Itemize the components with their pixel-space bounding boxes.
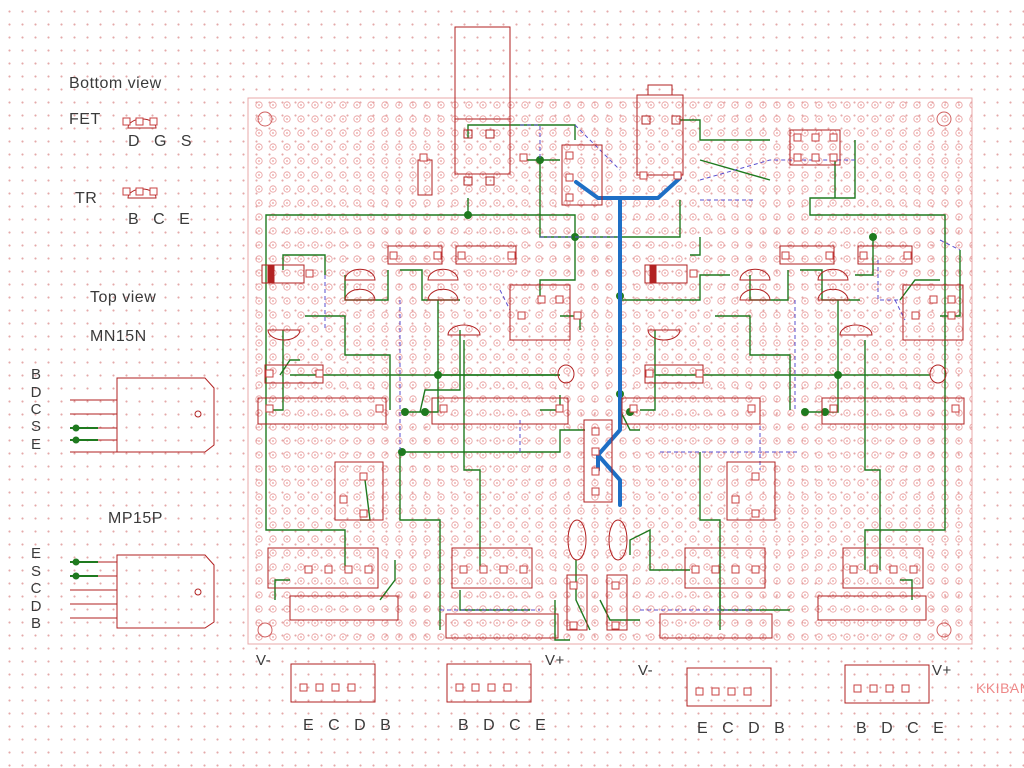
mn15n-body [116, 377, 215, 453]
connector-pin-labels: E C D B [697, 720, 790, 737]
supply-label: V+ [932, 662, 952, 679]
mn15n-pin-label: C [30, 401, 42, 418]
mn15n-pin-label: B [30, 366, 41, 383]
supply-label: V+ [545, 652, 565, 669]
mp15p-pin-label: B [30, 615, 41, 632]
supply-label: V- [638, 662, 654, 679]
capacitor [606, 574, 628, 631]
header [451, 547, 533, 589]
resistor-long [289, 595, 399, 621]
mount-hole [257, 111, 273, 127]
mn15n-pin-label: S [30, 418, 41, 435]
resistor-long [431, 397, 569, 425]
mount-hole [936, 111, 952, 127]
mn15n-pin-label: D [30, 384, 42, 401]
pcb-board [247, 97, 973, 645]
resistor-long [445, 613, 559, 639]
fet-label: FET [69, 111, 101, 128]
tr-pin-labels: B C E [128, 211, 195, 228]
mn15n-pin-label: E [30, 436, 41, 453]
resistor-long [621, 397, 761, 425]
bottom-view-heading: Bottom view [69, 75, 162, 92]
resistor [857, 245, 913, 265]
watermark: KKIBAN [976, 680, 1024, 696]
center-ic [583, 419, 613, 503]
resistor [455, 245, 517, 265]
mp15p-label: MP15P [108, 510, 163, 527]
dashed-links [324, 124, 961, 611]
supply-label: V- [256, 652, 272, 669]
pads [122, 117, 960, 696]
mp15p-body [116, 554, 215, 629]
diode [644, 264, 688, 284]
capacitor [566, 574, 588, 631]
resistor [779, 245, 835, 265]
connector-outline [686, 667, 772, 707]
mount-hole [936, 622, 952, 638]
legend-leads [70, 399, 117, 619]
mount-hole [257, 622, 273, 638]
resistor-long [817, 595, 927, 621]
mp15p-pin-label: C [30, 580, 42, 597]
resistor-long [821, 397, 965, 425]
connector-outline [844, 664, 930, 704]
mp15p-pin-label: S [30, 563, 41, 580]
trimmer [334, 461, 384, 521]
components [116, 26, 965, 707]
switch [561, 144, 603, 206]
resistor-long [659, 613, 773, 639]
header [684, 547, 766, 589]
tr-label: TR [75, 190, 98, 207]
trimmer [726, 461, 776, 521]
resistor-long [257, 397, 387, 425]
connector-outline [446, 663, 532, 703]
mn15n-label: MN15N [90, 328, 147, 345]
header [267, 547, 379, 589]
connector-pin-labels: B D C E [856, 720, 949, 737]
header [842, 547, 924, 589]
diode [261, 264, 305, 284]
trimmer [902, 284, 964, 341]
mp15p-pin-label: D [30, 598, 42, 615]
trimmer [509, 284, 571, 341]
connector-pin-labels: B D C E [458, 717, 551, 734]
resistor [387, 245, 443, 265]
connector-pin-labels: E C D B [303, 717, 396, 734]
fet-pin-labels: D G S [128, 133, 197, 150]
mp15p-pin-label: E [30, 545, 41, 562]
top-view-heading: Top view [90, 289, 157, 306]
connector-outline [290, 663, 376, 703]
